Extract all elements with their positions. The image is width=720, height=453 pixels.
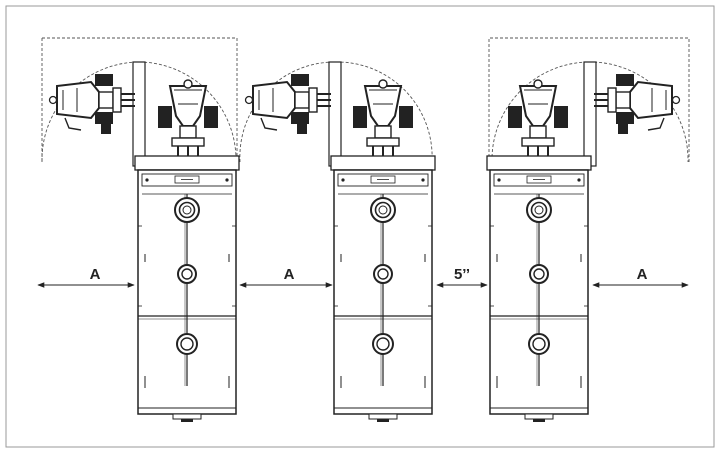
hinge-post-1 <box>132 61 146 167</box>
hinge-post-3 <box>583 61 597 167</box>
boiler-unit-1 <box>41 37 240 423</box>
clearance-label-left: A <box>90 266 101 283</box>
swing-envelope-2 <box>239 61 433 163</box>
clearance-dimensions: A A 5’’ A <box>37 266 689 288</box>
clearance-label-2-3: 5’’ <box>454 266 470 283</box>
figure-frame <box>5 5 715 448</box>
swing-envelope-3 <box>488 37 690 162</box>
clearance-label-right: A <box>637 266 648 283</box>
boiler-unit-2 <box>239 61 436 423</box>
clearance-label-1-2: A <box>284 266 295 283</box>
boiler-unit-3 <box>486 37 690 423</box>
hinge-post-2 <box>328 61 342 167</box>
